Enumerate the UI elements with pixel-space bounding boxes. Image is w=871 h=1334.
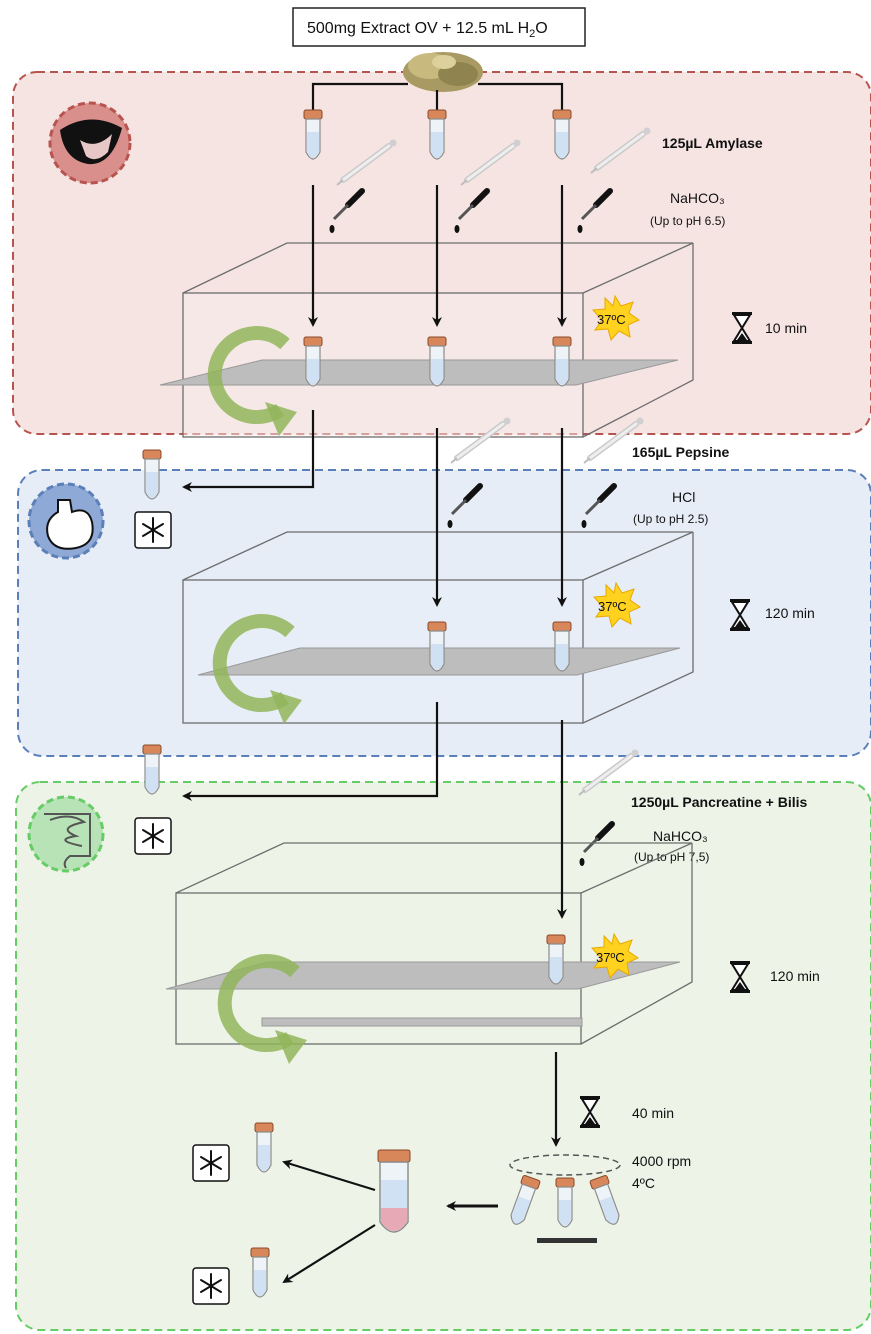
tube-icon: [428, 110, 446, 159]
tube-icon: [428, 337, 446, 386]
tube-icon: [553, 110, 571, 159]
freezer-icon: [193, 1145, 229, 1181]
shaker-base: [262, 1018, 582, 1026]
tube-icon: [428, 622, 446, 671]
oral-enzyme-label: 125µL Amylase: [662, 135, 763, 151]
centrifuge-time-label: 40 min: [632, 1105, 674, 1121]
tube-icon: [251, 1248, 269, 1297]
gastric-buffer-label: HCl: [672, 489, 695, 505]
tube-icon: [143, 745, 161, 794]
tube-icon: [304, 337, 322, 386]
tube-icon: [547, 935, 565, 984]
gastric-temperature-label: 37ºC: [598, 599, 627, 614]
separated-sample-tube: [378, 1150, 410, 1232]
sample-label-box: 500mg Extract OV + 12.5 mL H2O: [293, 8, 585, 46]
oral-ph-label: (Up to pH 6.5): [650, 214, 725, 228]
centrifuge-speed-label: 4000 rpm: [632, 1153, 691, 1169]
gastric-time-label: 120 min: [765, 605, 815, 621]
sample-label-end: O: [535, 20, 547, 37]
intestinal-enzyme-label: 1250µL Pancreatine + Bilis: [631, 794, 808, 810]
gastric-ph-label: (Up to pH 2.5): [633, 512, 708, 526]
oral-buffer-label: NaHCO₃: [670, 190, 725, 206]
intestinal-time-label: 120 min: [770, 968, 820, 984]
centrifuge-temp-label: 4ºC: [632, 1175, 655, 1191]
intestinal-buffer-label: NaHCO₃: [653, 828, 708, 844]
tube-icon: [255, 1123, 273, 1172]
freezer-icon: [135, 818, 171, 854]
tube-icon: [553, 622, 571, 671]
oral-time-label: 10 min: [765, 320, 807, 336]
sample-label-main: 500mg Extract OV + 12.5 mL H: [307, 20, 529, 37]
herb-extract-image: [403, 52, 483, 92]
intestinal-phase-panel: [16, 782, 871, 1330]
freezer-icon: [193, 1268, 229, 1304]
tube-icon: [304, 110, 322, 159]
oral-temperature-label: 37ºC: [597, 312, 626, 327]
gastric-enzyme-label: 165µL Pepsine: [632, 444, 730, 460]
freezer-icon: [135, 512, 171, 548]
tube-icon: [143, 450, 161, 499]
tube-icon: [553, 337, 571, 386]
intestinal-temperature-label: 37ºC: [596, 950, 625, 965]
